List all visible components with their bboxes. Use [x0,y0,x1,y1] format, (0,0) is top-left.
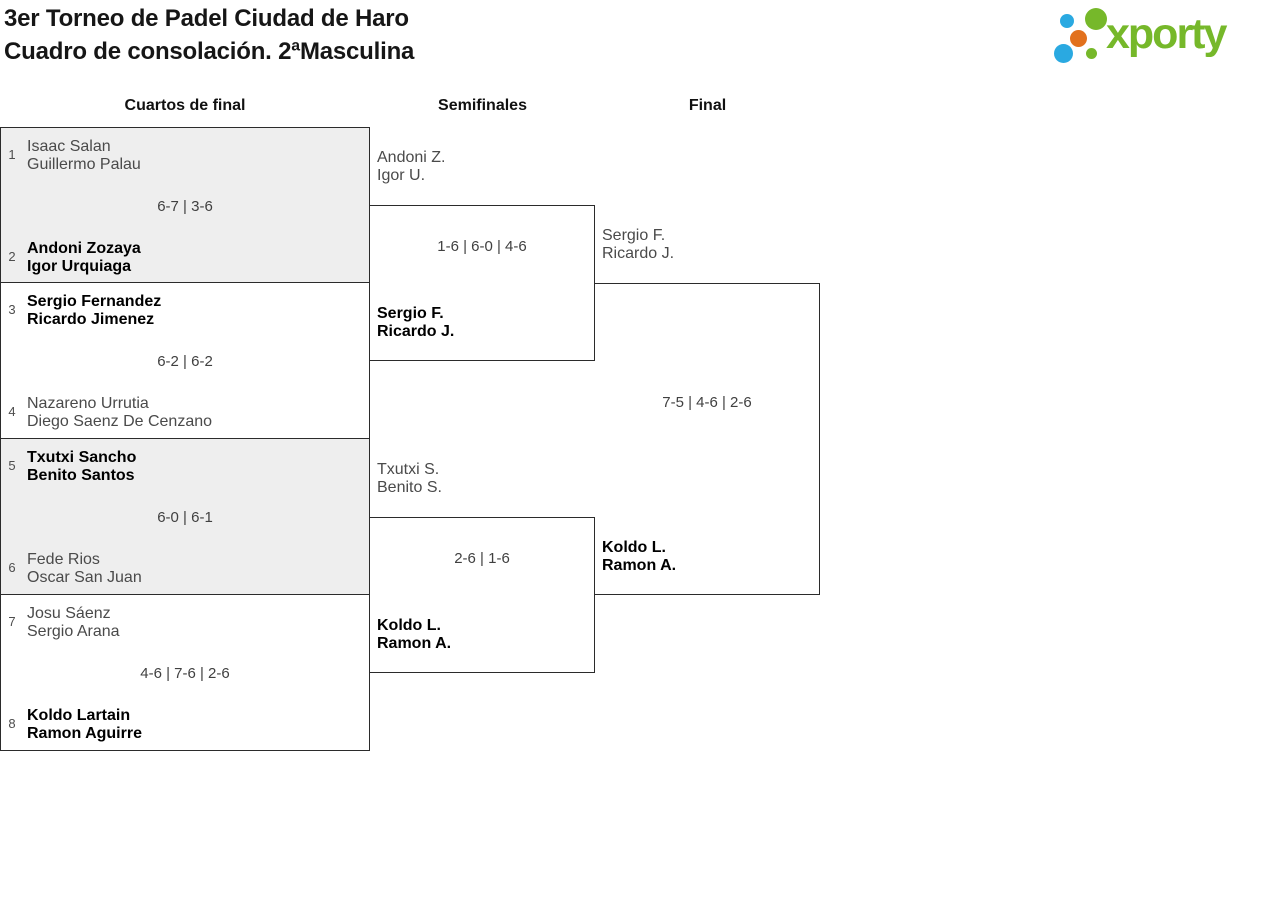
player-name: Fede Rios [27,551,100,568]
player-name: Andoni Z. [377,149,446,166]
player-name: Igor Urquiaga [27,258,132,275]
player-name: Oscar San Juan [27,569,142,586]
column-header-semifinals: Semifinales [438,97,527,114]
logo-dot-icon [1086,48,1097,59]
team-pair: Koldo L. Ramon A. [377,617,451,653]
player-name: Ramon Aguirre [27,725,142,742]
player-name: Ramon A. [602,557,677,574]
match-quarterfinal-4: 7 Josu Sáenz Sergio Arana 4-6 | 7-6 | 2-… [0,595,370,751]
player-name: Sergio F. [602,227,666,244]
seed-number: 6 [8,560,16,575]
player-name: Isaac Salan [27,138,111,155]
team-pair: Andoni Z. Igor U. [377,149,445,185]
player-name: Koldo L. [377,617,441,634]
player-name: Benito S. [377,479,442,496]
match-score: 4-6 | 7-6 | 2-6 [140,665,230,682]
player-name: Sergio Arana [27,623,120,640]
player-name: Txutxi Sancho [27,449,137,466]
player-name: Nazareno Urrutia [27,395,149,412]
logo-wordmark: xporty [1106,10,1227,58]
player-name: Sergio F. [377,305,444,322]
seed-number: 1 [8,147,16,162]
match-score: 1-6 | 6-0 | 4-6 [437,238,527,255]
player-name: Benito Santos [27,467,135,484]
match-quarterfinal-2: 3 Sergio Fernandez Ricardo Jimenez 6-2 |… [0,283,370,439]
player-name: Sergio Fernandez [27,293,162,310]
player-name: Koldo L. [602,539,666,556]
match-quarterfinal-1: 1 Isaac Salan Guillermo Palau 6-7 | 3-6 … [0,127,370,283]
match-semifinal-2: Txutxi S. Benito S. 2-6 | 1-6 Koldo L. R… [370,461,595,673]
logo-dot-icon [1085,8,1107,30]
player-name: Igor U. [377,167,426,184]
player-name: Ramon A. [377,635,452,652]
bracket-subtitle: Cuadro de consolación. 2ªMasculina [4,38,415,65]
team-pair: Txutxi Sancho Benito Santos [27,449,136,485]
logo-dot-icon [1060,14,1074,28]
match-semifinal-1: Andoni Z. Igor U. 1-6 | 6-0 | 4-6 Sergio… [370,149,595,361]
match-score: 7-5 | 4-6 | 2-6 [662,394,752,411]
team-pair: Txutxi S. Benito S. [377,461,442,497]
player-name: Diego Saenz De Cenzano [27,413,213,430]
match-score: 2-6 | 1-6 [454,550,510,567]
seed-number: 8 [8,716,16,731]
team-pair: Nazareno Urrutia Diego Saenz De Cenzano [27,395,212,431]
column-header-final: Final [688,97,727,114]
logo-dot-icon [1054,44,1073,63]
match-quarterfinal-3: 5 Txutxi Sancho Benito Santos 6-0 | 6-1 … [0,439,370,595]
team-pair: Sergio F. Ricardo J. [377,305,454,341]
player-name: Ricardo J. [377,323,455,340]
team-pair: Fede Rios Oscar San Juan [27,551,142,587]
team-pair: Sergio Fernandez Ricardo Jimenez [27,293,161,329]
player-name: Andoni Zozaya [27,240,141,257]
player-name: Ricardo J. [602,245,675,262]
player-name: Guillermo Palau [27,156,141,173]
match-score: 6-2 | 6-2 [157,353,213,370]
seed-number: 5 [8,458,16,473]
player-name: Ricardo Jimenez [27,311,155,328]
seed-number: 4 [8,404,16,419]
match-score: 6-0 | 6-1 [157,509,213,526]
xporty-logo[interactable]: xporty [1050,5,1280,70]
seed-number: 3 [8,302,16,317]
team-pair: Andoni Zozaya Igor Urquiaga [27,240,141,276]
seed-number: 7 [8,614,16,629]
team-pair: Isaac Salan Guillermo Palau [27,138,141,174]
team-pair: Koldo Lartain Ramon Aguirre [27,707,142,743]
match-final: Sergio F. Ricardo J. 7-5 | 4-6 | 2-6 Kol… [595,227,820,595]
player-name: Josu Sáenz [27,605,111,622]
team-pair: Koldo L. Ramon A. [602,539,676,575]
tournament-title: 3er Torneo de Padel Ciudad de Haro [4,5,409,32]
player-name: Koldo Lartain [27,707,131,724]
logo-dot-icon [1070,30,1087,47]
match-score: 6-7 | 3-6 [157,198,213,215]
seed-number: 2 [8,249,16,264]
team-pair: Sergio F. Ricardo J. [602,227,674,263]
team-pair: Josu Sáenz Sergio Arana [27,605,120,641]
column-header-quarterfinals: Cuartos de final [124,97,246,114]
player-name: Txutxi S. [377,461,440,478]
